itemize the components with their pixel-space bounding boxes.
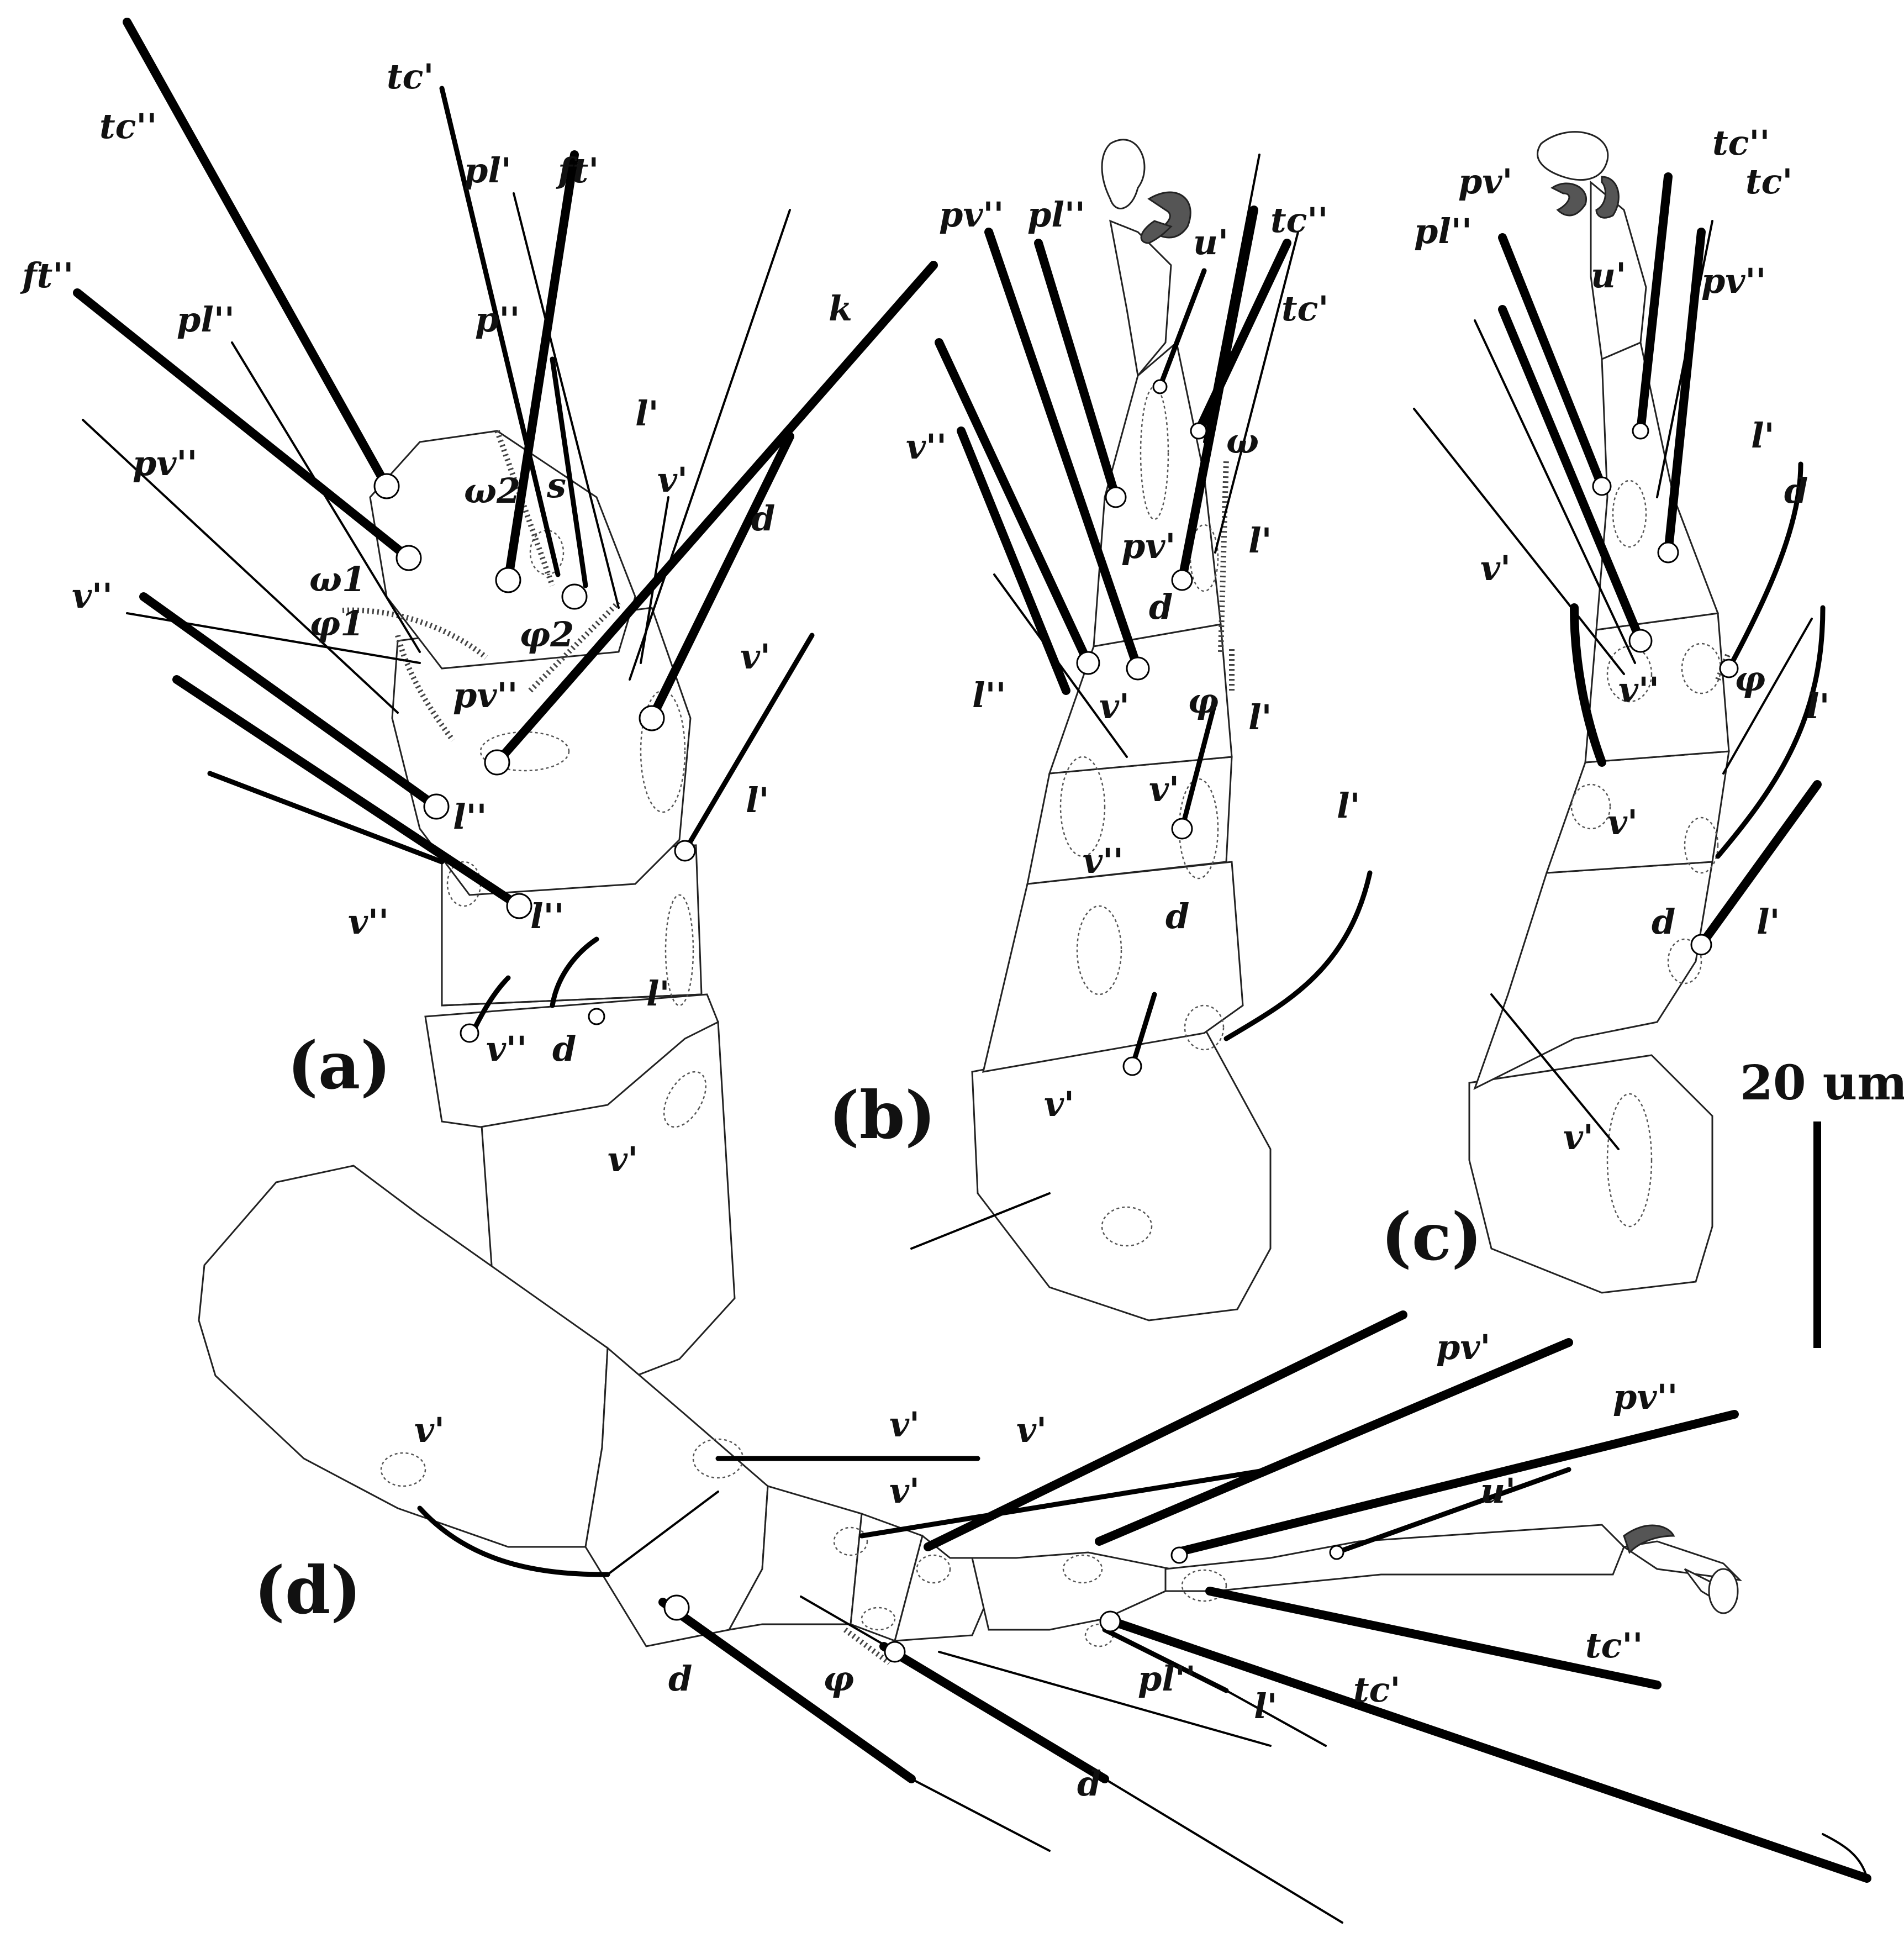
label-c-v2: v'' <box>1618 670 1659 710</box>
label-b-v2-low: v'' <box>1083 841 1124 881</box>
label-a-p2: p'' <box>475 299 520 340</box>
label-a-l2-low: l'' <box>530 896 565 936</box>
label-d-pv2: pv'' <box>1613 1377 1678 1417</box>
panel-b-labels: pv'' pl'' u' tc'' tc' v'' ω pv' l' d l''… <box>829 194 1360 1154</box>
label-a-ft1: ft' <box>556 150 599 191</box>
panel-label-d: (d) <box>254 1552 361 1629</box>
label-a-v1-mid: v' <box>740 636 771 677</box>
panel-c-labels: pv' tc'' pl'' tc' u' pv'' l' v' d v'' φ … <box>1381 123 1830 1275</box>
label-c-pv1: pv' <box>1458 161 1512 202</box>
label-d-v1-b: v' <box>889 1404 920 1445</box>
label-a-l2-mid: l'' <box>453 797 487 837</box>
label-b-v1-low: v' <box>1044 1084 1074 1124</box>
label-b-v1-top: v' <box>1099 686 1130 726</box>
label-a-ft2: ft'' <box>20 255 73 296</box>
label-b-l1-low: l' <box>1337 786 1360 826</box>
label-a-k: k <box>829 288 852 329</box>
label-b-tc1: tc' <box>1281 288 1328 329</box>
label-b-v2: v'' <box>906 426 947 467</box>
label-a-l1-low: l' <box>646 973 670 1014</box>
label-c-l1-mid: l' <box>1806 686 1830 726</box>
panel-b-drawing <box>910 139 1373 1321</box>
label-b-omega: ω <box>1226 421 1259 461</box>
label-a-v2-top: v'' <box>72 576 113 616</box>
label-d-v1-c: v' <box>1016 1410 1047 1450</box>
label-c-v1-low: v' <box>1563 1117 1594 1157</box>
panel-d-labels: pv' pv'' v' v' v' u' v' d φ pl'' tc'' l'… <box>254 1327 1678 1804</box>
panel-label-a: (a) <box>287 1027 391 1104</box>
label-d-tc1: tc' <box>1353 1670 1400 1710</box>
panel-c-drawing <box>1413 131 1826 1294</box>
label-b-pv2: pv'' <box>939 194 1004 235</box>
label-a-pv2: pv'' <box>133 443 197 483</box>
label-a-pl2: pl'' <box>177 299 235 340</box>
label-a-tc1: tc' <box>387 56 434 97</box>
scale-bar: 20 um <box>1740 1055 1904 1348</box>
panel-d-drawing <box>198 1165 1871 1924</box>
panel-label-c: (c) <box>1381 1198 1483 1275</box>
label-a-phi2: φ2 <box>519 614 574 655</box>
label-b-u1: u' <box>1193 222 1228 262</box>
label-b-d-top: d <box>1149 587 1173 627</box>
label-a-v1-top: v' <box>657 460 688 500</box>
label-a-omega2: ω2 <box>464 471 520 511</box>
panel-a-drawing <box>73 18 938 1388</box>
label-b-pl2: pl'' <box>1027 194 1085 235</box>
label-d-pv1: pv' <box>1436 1327 1490 1367</box>
label-a-phi1: φ1 <box>309 603 364 644</box>
label-d-pl2: pl'' <box>1138 1658 1196 1699</box>
label-a-omega1: ω1 <box>309 559 366 599</box>
label-a-d-low: d <box>552 1029 576 1069</box>
label-a-pv2-inner: pv'' <box>453 675 518 715</box>
label-a-l1-mid: l' <box>746 780 769 820</box>
label-a-s: s <box>546 465 566 506</box>
label-c-pv2: pv'' <box>1701 261 1766 301</box>
label-a-v2-low: v'' <box>486 1029 527 1069</box>
scale-bar-label: 20 um <box>1740 1055 1904 1111</box>
label-c-l1-top: l' <box>1751 415 1775 456</box>
label-a-v1-low: v' <box>608 1139 638 1180</box>
label-b-pv1: pv' <box>1121 526 1175 566</box>
label-b-tc2: tc'' <box>1270 200 1328 240</box>
label-a-tc2: tc'' <box>99 106 157 146</box>
label-c-tc2: tc'' <box>1712 123 1770 163</box>
label-d-d-b: d <box>1077 1763 1101 1804</box>
label-b-d-low: d <box>1165 896 1189 936</box>
label-d-l1: l' <box>1254 1686 1278 1726</box>
label-a-d-top: d <box>751 498 775 539</box>
label-b-phi: φ <box>1188 681 1219 721</box>
label-c-d-top: d <box>1784 471 1808 511</box>
label-b-l2: l'' <box>972 675 1006 715</box>
label-c-v1-top: v' <box>1480 548 1511 588</box>
label-c-l1-low: l' <box>1757 902 1780 942</box>
label-c-tc1: tc' <box>1745 161 1792 202</box>
label-d-d-a: d <box>668 1658 692 1699</box>
label-d-v1-d: v' <box>889 1471 920 1511</box>
label-d-phi: φ <box>823 1658 854 1699</box>
label-d-v1-a: v' <box>414 1410 445 1450</box>
panel-a-labels: tc' tc'' pl' ft' ft'' pl'' p'' pv'' ω2 s… <box>20 56 852 1180</box>
label-c-pl2: pl'' <box>1414 211 1472 251</box>
label-b-v1-mid: v' <box>1149 769 1179 809</box>
panel-label-b: (b) <box>829 1077 936 1154</box>
label-c-u1: u' <box>1591 255 1626 296</box>
label-b-l1-top: l' <box>1248 520 1272 561</box>
label-a-v2-mid: v'' <box>348 902 389 942</box>
label-d-u1: u' <box>1480 1471 1516 1511</box>
label-c-v1-mid: v' <box>1607 802 1638 843</box>
label-a-pl1: pl' <box>464 150 511 191</box>
label-a-l1-top: l' <box>635 393 659 434</box>
label-b-l1-mid: l' <box>1248 697 1272 738</box>
label-c-phi: φ <box>1734 659 1765 699</box>
label-c-d-low: d <box>1652 902 1675 942</box>
label-d-tc2: tc'' <box>1585 1625 1643 1666</box>
